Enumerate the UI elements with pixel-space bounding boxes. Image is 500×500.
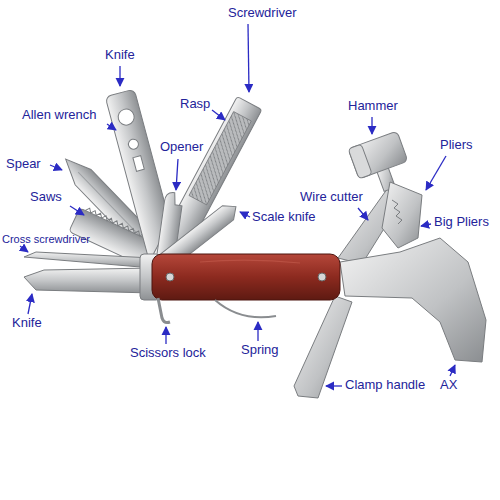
- part-label: Opener: [160, 140, 203, 155]
- cross-screwdriver-blade: [24, 252, 152, 268]
- part-label: Hammer: [348, 99, 398, 114]
- part-label: Rasp: [180, 97, 210, 112]
- wood-handle: [152, 254, 340, 300]
- part-label: Scissors lock: [130, 346, 206, 361]
- part-label: Scale knife: [252, 210, 316, 225]
- axe-head: [340, 238, 486, 362]
- pliers-jaw: [382, 182, 422, 248]
- clamp-handle: [294, 296, 352, 398]
- part-label: Saws: [30, 190, 62, 205]
- hammer-head: [348, 131, 408, 179]
- part-label: Clamp handle: [345, 378, 425, 393]
- part-label: Knife: [105, 48, 135, 63]
- part-label: Knife: [12, 316, 42, 331]
- part-label: Spear: [6, 157, 41, 172]
- part-label: Screwdriver: [228, 6, 297, 21]
- rivet: [166, 273, 174, 281]
- part-label: Big Pliers: [434, 215, 489, 230]
- part-label: Spring: [241, 343, 279, 358]
- spring-wire: [215, 300, 276, 317]
- screwdriver-rasp-blade: [153, 96, 262, 268]
- scissors-lock: [158, 298, 170, 323]
- part-label: Wire cutter: [300, 190, 363, 205]
- knife-blade: [24, 268, 152, 293]
- leader-lines: [20, 24, 455, 386]
- part-label: Pliers: [440, 138, 473, 153]
- pliers-teeth: [392, 200, 402, 224]
- part-label: Allen wrench: [22, 108, 96, 123]
- part-label: AX: [440, 378, 457, 393]
- part-label: Cross screwdriver: [2, 233, 90, 246]
- rivet: [318, 273, 326, 281]
